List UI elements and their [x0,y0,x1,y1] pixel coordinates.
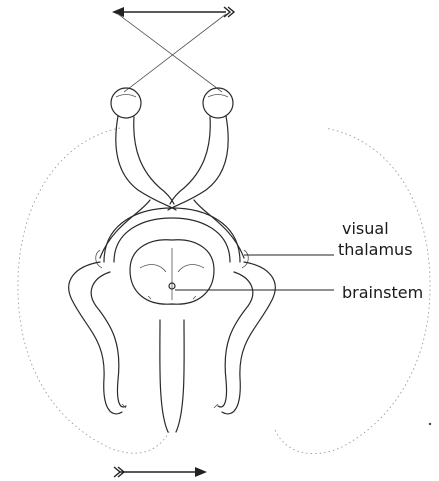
visual-thalamus-label-line1: visual [342,219,389,239]
left-eye [111,88,141,118]
visual-field-arrow-bottom [114,467,207,477]
right-eye [203,88,233,118]
visual-thalamus-label-line2: thalamus [338,240,413,260]
visual-field-arrow-top [112,7,234,92]
stray-dot [429,423,431,425]
brainstem-label: brainstem [342,283,423,303]
brainstem [130,240,214,304]
optic-chiasm [100,116,244,258]
midline-fissure [160,320,184,432]
